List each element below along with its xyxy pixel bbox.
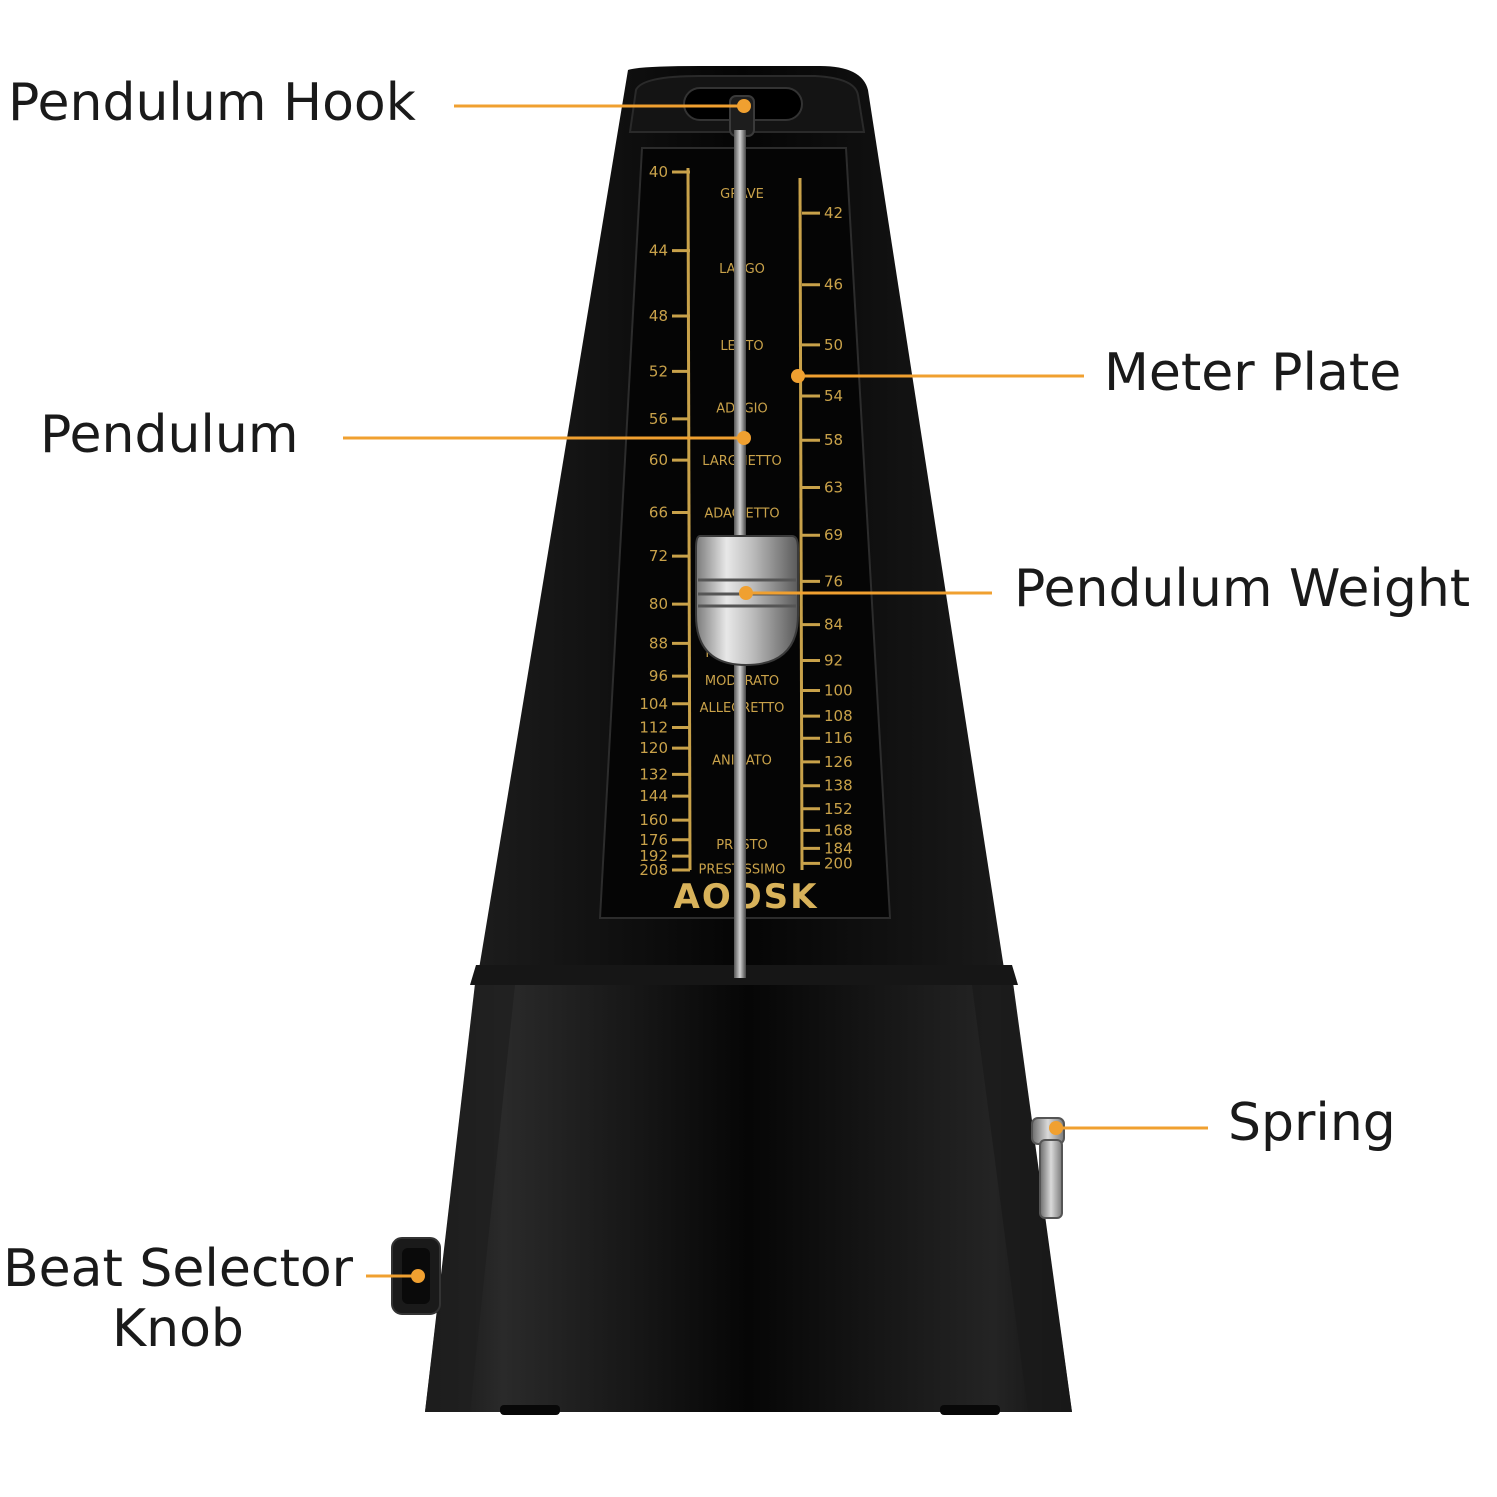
scale-right-label: 84 (824, 616, 843, 634)
scale-right-label: 58 (824, 431, 843, 449)
label-beat-selector-line1: Beat Selector (2, 1239, 354, 1299)
callout-lines (343, 99, 1208, 1283)
scale-left-label: 144 (639, 787, 668, 805)
scale-left-label: 176 (639, 831, 668, 849)
scale-left-label: 120 (639, 739, 668, 757)
dot-pendulum-weight (739, 586, 753, 600)
scale-right-label: 63 (824, 478, 843, 496)
scale-left-label: 48 (649, 307, 668, 325)
label-beat-selector-knob: Beat Selector Knob (0, 1239, 356, 1360)
scale-left-label: 88 (649, 634, 668, 652)
scale-left-label: 72 (649, 547, 668, 565)
label-beat-selector-line2: Knob (112, 1298, 244, 1359)
scale-right-label: 92 (824, 651, 843, 669)
scale-right-label: 108 (824, 707, 853, 725)
dot-pendulum (737, 431, 751, 445)
scale-right-label: 69 (824, 526, 843, 544)
label-pendulum: Pendulum (40, 405, 299, 465)
dot-meter-plate (791, 369, 805, 383)
base-facet-left (425, 985, 515, 1412)
scale-left-label: 66 (649, 503, 668, 521)
dot-pendulum-hook (737, 99, 751, 113)
label-spring: Spring (1228, 1093, 1396, 1153)
pendulum-weight (695, 535, 799, 667)
scale-left-label: 80 (649, 595, 668, 613)
scale-left-label: 192 (639, 847, 668, 865)
scale-left-label: 112 (639, 719, 668, 737)
scale-right-label: 42 (824, 204, 843, 222)
base-foot-left (500, 1405, 560, 1415)
scale-right-label: 184 (824, 839, 853, 857)
base-foot-right (940, 1405, 1000, 1415)
scale-left-label: 104 (639, 695, 668, 713)
scale-left-group: 40 44 48 52 56 60 66 72 80 88 96 104 112 120 132 144 160… (639, 163, 690, 879)
scale-left-label: 160 (639, 811, 668, 829)
base-facet-right (972, 985, 1072, 1412)
scale-right-label: 152 (824, 800, 853, 818)
label-pendulum-weight: Pendulum Weight (1014, 559, 1471, 619)
scale-right-label: 100 (824, 682, 853, 700)
scale-right-label: 50 (824, 336, 843, 354)
scale-right-group: 42 46 50 54 58 63 69 76 84 92 100 108 116 126 138 152 16… (802, 204, 853, 872)
scale-right-label: 116 (824, 729, 853, 747)
scale-left-label: 132 (639, 765, 668, 783)
scale-right-label: 126 (824, 753, 853, 771)
scale-right-label: 200 (824, 854, 853, 872)
scale-left-rail (686, 167, 692, 871)
metronome-base (425, 975, 1072, 1412)
scale-left-label: 40 (649, 163, 668, 181)
dot-spring (1049, 1121, 1063, 1135)
scale-right-label: 168 (824, 821, 853, 839)
scale-right-label: 76 (824, 572, 843, 590)
scale-right-label: 138 (824, 777, 853, 795)
scale-left-label: 60 (649, 451, 668, 469)
scale-left-label: 96 (649, 667, 668, 685)
scale-right-label: 54 (824, 387, 843, 405)
scale-right-rail (798, 177, 804, 871)
label-pendulum-hook: Pendulum Hook (8, 73, 416, 133)
scale-left-label: 44 (649, 242, 668, 260)
scale-left-label: 208 (639, 861, 668, 879)
label-meter-plate: Meter Plate (1104, 343, 1402, 403)
scale-left-label: 56 (649, 410, 668, 428)
dot-beat-selector (411, 1269, 425, 1283)
scale-left-label: 52 (649, 362, 668, 380)
scale-right-label: 46 (824, 276, 843, 294)
